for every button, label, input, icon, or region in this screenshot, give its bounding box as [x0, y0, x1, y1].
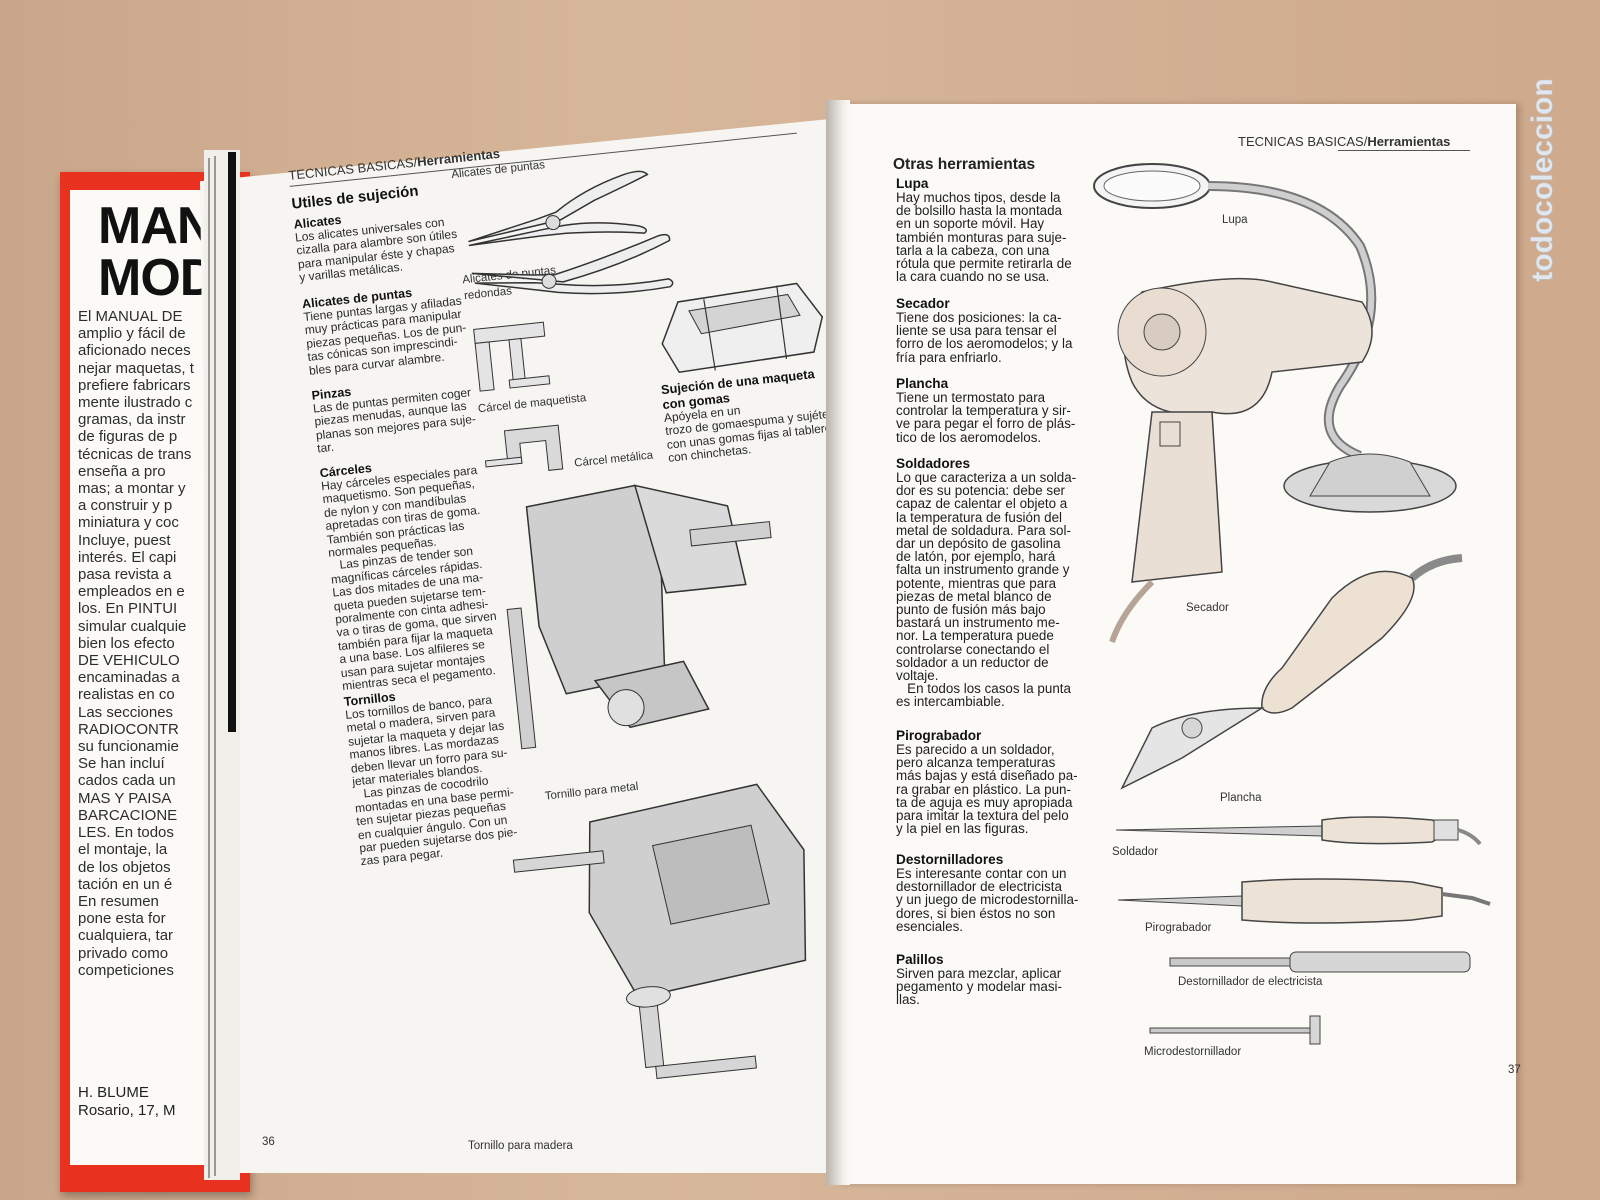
back-book-text-line: realistas en co — [78, 686, 175, 704]
heading-palillos: Palillos — [896, 952, 944, 967]
model-clamp-illustration — [473, 321, 551, 392]
left-page-number: 36 — [262, 1136, 275, 1148]
right-page-header: TECNICAS BASICAS/Herramientas — [1238, 134, 1451, 149]
text-tornillos: Los tornillos de banco, para metal o mad… — [344, 692, 518, 869]
heading-pirograbador: Pirograbador — [896, 728, 982, 743]
back-book-text-line: de los objetos — [78, 858, 171, 876]
pliers-illustration — [468, 170, 649, 247]
back-book-text-line: los. En PINTUI — [78, 600, 178, 618]
text-carceles: Hay cárceles especiales para maquetismo.… — [320, 462, 498, 694]
svg-text:todocoleccion: todocoleccion — [1526, 78, 1559, 281]
caption-microdestornillador: Microdestornillador — [1144, 1046, 1242, 1058]
microscrewdriver-illustration — [1149, 1015, 1321, 1045]
back-book-text-line: privado como — [78, 944, 169, 962]
back-book-text-line: amplio y fácil de — [78, 325, 186, 343]
text-destornilladores: Es interesante contar con un destornilla… — [896, 866, 1079, 934]
text-lupa: Hay muchos tipos, desde la de bolsillo h… — [896, 190, 1072, 285]
back-book-text-line: BARCACIONE — [78, 806, 178, 824]
right-page-title: Otras herramientas — [893, 156, 1036, 173]
back-book-text-line: aficionado neces — [78, 342, 191, 360]
metal-clamp-illustration — [484, 424, 564, 471]
wood-vise-illustration — [512, 783, 807, 1079]
back-book-text-line: mente ilustrado c — [78, 394, 193, 412]
back-book-text-line: encaminadas a — [78, 669, 180, 687]
back-book-text-line: interés. El capi — [78, 548, 177, 566]
pirograbador-illustration — [1117, 878, 1491, 924]
left-page-content: TECNICAS BASICAS/Herramientas Utiles de … — [268, 91, 950, 1156]
back-book-text-line: de figuras de p — [78, 428, 178, 446]
caption-destornillador: Destornillador de electricista — [1178, 976, 1323, 988]
back-book-text-line: miniatura y coc — [78, 514, 179, 532]
caption-tornillo-madera: Tornillo para madera — [468, 1140, 573, 1152]
back-book-title-line1: MAN — [98, 197, 214, 255]
heading-lupa: Lupa — [896, 176, 929, 191]
back-book-text-line: gramas, da instr — [78, 411, 186, 429]
back-book-text-line: En resumen — [78, 892, 159, 910]
page-edge-stripes — [204, 150, 240, 1180]
back-book-text-line: Se han incluí — [78, 755, 165, 773]
back-book-text-line: competiciones — [78, 961, 174, 979]
caption-plancha: Plancha — [1220, 792, 1262, 804]
model-rubber-bands-illustration — [661, 282, 824, 374]
back-book-publisher-line: Rosario, 17, M — [78, 1102, 176, 1119]
text-secador: Tiene dos posiciones: la ca- liente se u… — [896, 310, 1073, 365]
back-book-text-line: tación en un é — [78, 875, 173, 893]
soldering-iron-and-plancha-illustration — [1120, 554, 1463, 790]
back-book-text-line: mas; a montar y — [78, 480, 186, 498]
back-book-text-line: prefiere fabricars — [78, 376, 191, 394]
back-book-text-line: técnicas de trans — [78, 445, 192, 463]
heading-destornilladores: Destornilladores — [896, 852, 1004, 867]
back-book-title: MAN MOD — [98, 197, 217, 307]
screwdriver-illustration — [1169, 951, 1471, 973]
caption-carcel-metalica: Cárcel metálica — [573, 449, 654, 470]
back-book-text-line: simular cualquie — [78, 617, 187, 635]
soldador-illustration — [1115, 816, 1482, 846]
caption-secador: Secador — [1186, 602, 1229, 614]
caption-pirograbador: Pirograbador — [1145, 922, 1212, 934]
text-plancha: Tiene un termostato para controlar la te… — [896, 390, 1076, 445]
heading-soldadores: Soldadores — [896, 456, 971, 471]
hair-dryer-illustration — [1109, 277, 1373, 643]
back-book-text-line: empleados en e — [78, 583, 185, 601]
back-book-text-line: a construir y p — [78, 497, 173, 515]
back-book-text-line: El MANUAL DE — [78, 308, 183, 325]
back-book-publisher-line: H. BLUME — [78, 1084, 149, 1101]
metal-vise-illustration — [506, 484, 772, 750]
right-page — [836, 104, 1516, 1184]
back-book-text-line: Incluye, puest — [78, 531, 171, 549]
back-book-text-line: DE VEHICULO — [78, 652, 180, 670]
back-book-text-line: pasa revista a — [78, 566, 172, 584]
back-book-text-line: LES. En todos — [78, 824, 174, 842]
left-page-title: Utiles de sujeción — [290, 182, 420, 213]
magnifier-lamp-illustration — [1093, 163, 1457, 513]
back-book-text-line: nejar maquetas, t — [78, 359, 194, 377]
text-soldadores: Lo que caracteriza a un solda- dor es su… — [896, 470, 1077, 710]
back-book-text-line: pone esta for — [78, 910, 166, 928]
back-book-text-line: su funcionamie — [78, 738, 179, 756]
back-book-title-line2: MOD — [98, 249, 217, 307]
book-gutter — [826, 100, 850, 1185]
back-book-text-line: cualquiera, tar — [78, 927, 174, 945]
right-header-rule — [1338, 150, 1470, 151]
back-book-text-line: el montaje, la — [78, 841, 168, 859]
right-page-number: 37 — [1508, 1064, 1521, 1076]
watermark: todocoleccion — [1526, 78, 1560, 282]
text-pirograbador: Es parecido a un soldador, pero alcanza … — [896, 742, 1078, 837]
back-book-text-line: bien los efecto — [78, 634, 175, 652]
back-book-text-line: RADIOCONTR — [78, 720, 179, 738]
heading-plancha: Plancha — [896, 376, 949, 391]
back-book-text-line: MAS Y PAISA — [78, 789, 172, 807]
round-pliers-illustration — [471, 233, 674, 295]
back-book-text-line: enseña a pro — [78, 462, 166, 480]
heading-secador: Secador — [896, 296, 950, 311]
back-book-text-line: cados cada un — [78, 772, 176, 790]
text-alicates-puntas: Tiene puntas largas y afiladas muy práct… — [302, 293, 467, 378]
caption-lupa: Lupa — [1222, 214, 1248, 226]
caption-soldador: Soldador — [1112, 846, 1159, 858]
back-book-text-line: Las secciones — [78, 703, 174, 721]
text-palillos: Sirven para mezclar, aplicar pegamento y… — [896, 966, 1062, 1008]
